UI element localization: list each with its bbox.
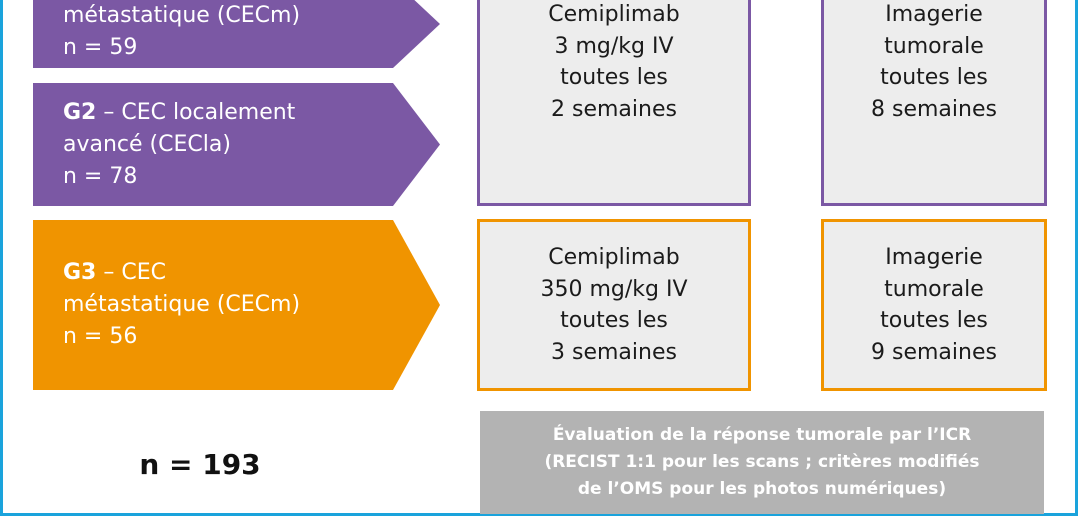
frame-bottom-border [0,513,1078,516]
evaluation-box: Évaluation de la réponse tumorale par l’… [480,411,1044,514]
imaging-box-g1g2: Imagerie tumorale toutes les 8 semaines [821,0,1047,206]
group-g2-label: – CEC localement [96,99,296,125]
treatment-box-g1g2: Cemiplimab 3 mg/kg IV toutes les 2 semai… [477,0,751,206]
box-line: tumorale [884,33,984,59]
group-g2-title-line: G2 – CEC localement [63,97,440,129]
total-count: n = 193 [139,448,261,481]
frame-right-border [1075,0,1078,516]
box-line: 8 semaines [871,96,997,122]
group-g1-description-text: métastatique (CECm) [63,3,301,28]
group-g2-count: n = 78 [63,163,138,189]
box-line: 3 semaines [551,339,677,365]
box-line: 3 mg/kg IV [554,33,674,59]
box-line: Imagerie [885,2,983,27]
group-g3-id: G3 [63,260,97,285]
group-arrow-g1: métastatique (CECm) n = 59 [33,0,440,68]
group-g1-count: n = 59 [63,35,138,60]
box-line: tumorale [884,276,984,302]
box-line: toutes les [880,65,988,90]
evaluation-line: Évaluation de la réponse tumorale par l’… [552,425,972,445]
frame-left-border [0,0,3,516]
box-line: 350 mg/kg IV [540,276,688,302]
group-g3-count: n = 56 [63,324,138,349]
evaluation-line: (RECIST 1:1 pour les scans ; critères mo… [544,452,980,472]
treatment-box-g3: Cemiplimab 350 mg/kg IV toutes les 3 sem… [477,219,751,391]
group-g2-id: G2 [63,99,97,125]
group-g3-label: – CEC [96,260,166,285]
box-line: Cemiplimab [548,2,680,27]
box-line: 9 semaines [871,339,997,365]
box-line: toutes les [560,308,668,333]
box-line: Cemiplimab [548,245,680,270]
group-g3-description: métastatique (CECm) [63,292,301,317]
group-g1-description: métastatique (CECm) [63,0,440,32]
box-line: Imagerie [885,245,983,270]
box-line: 2 semaines [551,96,677,122]
group-g2-description: avancé (CECla) [63,131,231,157]
evaluation-line: de l’OMS pour les photos numériques) [577,479,947,499]
group-g3-title-line: G3 – CEC [63,257,440,289]
box-line: toutes les [560,65,668,90]
box-line: toutes les [880,308,988,333]
group-arrow-g3: G3 – CEC métastatique (CECm) n = 56 [33,220,440,390]
group-arrow-g2: G2 – CEC localement avancé (CECla) n = 7… [33,83,440,206]
imaging-box-g3: Imagerie tumorale toutes les 9 semaines [821,219,1047,391]
